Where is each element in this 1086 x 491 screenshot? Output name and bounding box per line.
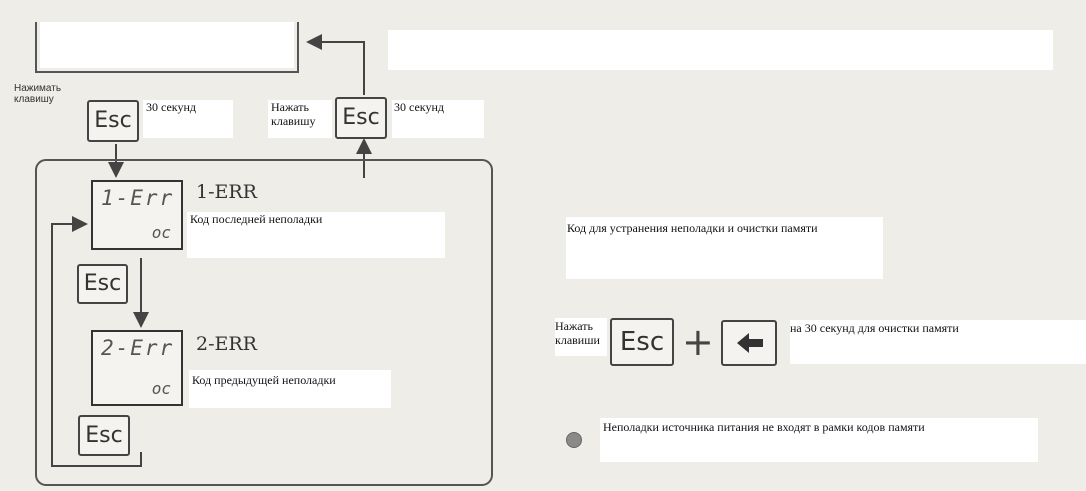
seconds-label-left: 30 секунд: [143, 100, 233, 138]
clear-instruction: на 30 секунд для очистки памяти: [790, 320, 1086, 364]
esc-key-top-left[interactable]: Esc: [87, 100, 139, 142]
esc-key-clear[interactable]: Esc: [610, 318, 674, 366]
error-code-2: 2-ERR: [196, 333, 257, 355]
error-description-2: Код предыдущей неполадки: [189, 370, 391, 408]
esc-key-top-right[interactable]: Esc: [335, 97, 387, 139]
press-keys-label: Нажать клавиши: [555, 318, 607, 356]
press-key-label-right: Нажать клавишу: [268, 100, 332, 138]
power-fault-note: Неполадки источника питания не входят в …: [600, 418, 1038, 462]
display-area: [40, 22, 294, 68]
clear-memory-title: Код для устранения неполадки и очистки п…: [566, 217, 883, 279]
seconds-label-right: 30 секунд: [392, 100, 484, 138]
left-arrow-key-icon: [737, 333, 763, 353]
esc-key-bottom[interactable]: Esc: [78, 415, 130, 456]
plus-sign: +: [682, 320, 714, 364]
press-key-label-left: Нажимать клавишу: [14, 83, 62, 105]
lcd-error-1: 1-Err oc: [91, 180, 183, 250]
error-code-1: 1-ERR: [196, 181, 257, 203]
blank-panel-top-right: [388, 30, 1053, 70]
lcd-error-2: 2-Err oc: [91, 330, 183, 406]
error-description-1: Код последней неполадки: [187, 212, 445, 258]
left-arrow-key[interactable]: [721, 320, 777, 366]
esc-key-middle[interactable]: Esc: [77, 264, 128, 304]
bullet-circle-icon: [566, 432, 582, 448]
